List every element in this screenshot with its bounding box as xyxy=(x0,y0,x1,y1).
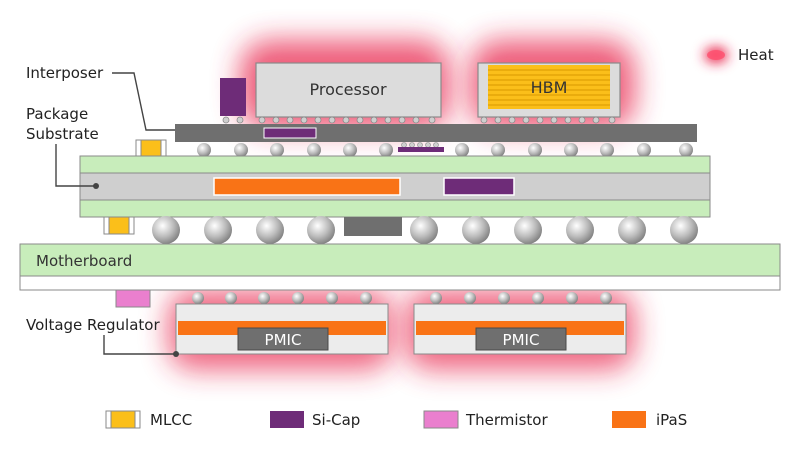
legend-thermistor: Thermistor xyxy=(423,410,548,429)
processor-label: Processor xyxy=(309,80,386,99)
legend-sicap: Si-Cap xyxy=(270,411,360,429)
hbm-stack xyxy=(488,65,610,109)
legend-sicap-label: Si-Cap xyxy=(312,411,360,429)
heat-legend-label: Heat xyxy=(738,46,774,64)
mlcc-bottom xyxy=(103,216,135,235)
interposer-label: Interposer xyxy=(26,64,104,82)
legend-mlcc: MLCC xyxy=(105,410,192,429)
hbm-label: HBM xyxy=(531,78,568,97)
voltage-regulator-left: PMIC xyxy=(175,292,389,355)
legend-ipas-label: iPaS xyxy=(656,411,687,429)
package-leader xyxy=(55,144,96,187)
pmic-left-label: PMIC xyxy=(265,331,302,349)
thermistor xyxy=(115,289,151,308)
si-cap-embedded-interposer xyxy=(263,127,317,139)
mlcc-top xyxy=(135,139,167,158)
si-cap-small xyxy=(398,147,444,152)
legend-thermistor-label: Thermistor xyxy=(465,411,548,429)
voltage-regulator-label: Voltage Regulator xyxy=(26,316,160,334)
c4-bumps xyxy=(197,143,693,157)
package-label-line1: Package xyxy=(26,105,88,123)
motherboard-label: Motherboard xyxy=(36,252,132,270)
voltage-regulator-right: PMIC xyxy=(413,292,627,355)
processor-chip xyxy=(255,62,442,118)
pmic-right xyxy=(475,327,567,351)
motherboard: Motherboard xyxy=(19,243,781,291)
interposer-leader xyxy=(112,72,175,131)
si-cap-top xyxy=(220,78,246,116)
interposer xyxy=(175,124,697,142)
pmic-left xyxy=(237,327,329,351)
interposer-assembly: Processor HBM xyxy=(175,62,697,152)
legend-ipas: iPaS xyxy=(612,411,687,429)
package-label-line2: Substrate xyxy=(26,125,99,143)
heat-legend: Heat xyxy=(704,46,774,64)
land-side-component xyxy=(344,217,402,236)
package-substrate xyxy=(79,155,711,218)
callouts: Interposer Package Substrate Voltage Reg… xyxy=(26,64,179,357)
bga-balls xyxy=(152,216,698,244)
vr-leader xyxy=(103,335,176,355)
si-cap-embedded-substrate xyxy=(443,177,515,196)
pmic-right-label: PMIC xyxy=(503,331,540,349)
ipas-embedded xyxy=(213,177,401,196)
legend-mlcc-label: MLCC xyxy=(150,411,192,429)
legend: MLCC Si-Cap Thermistor iPaS xyxy=(105,410,687,429)
